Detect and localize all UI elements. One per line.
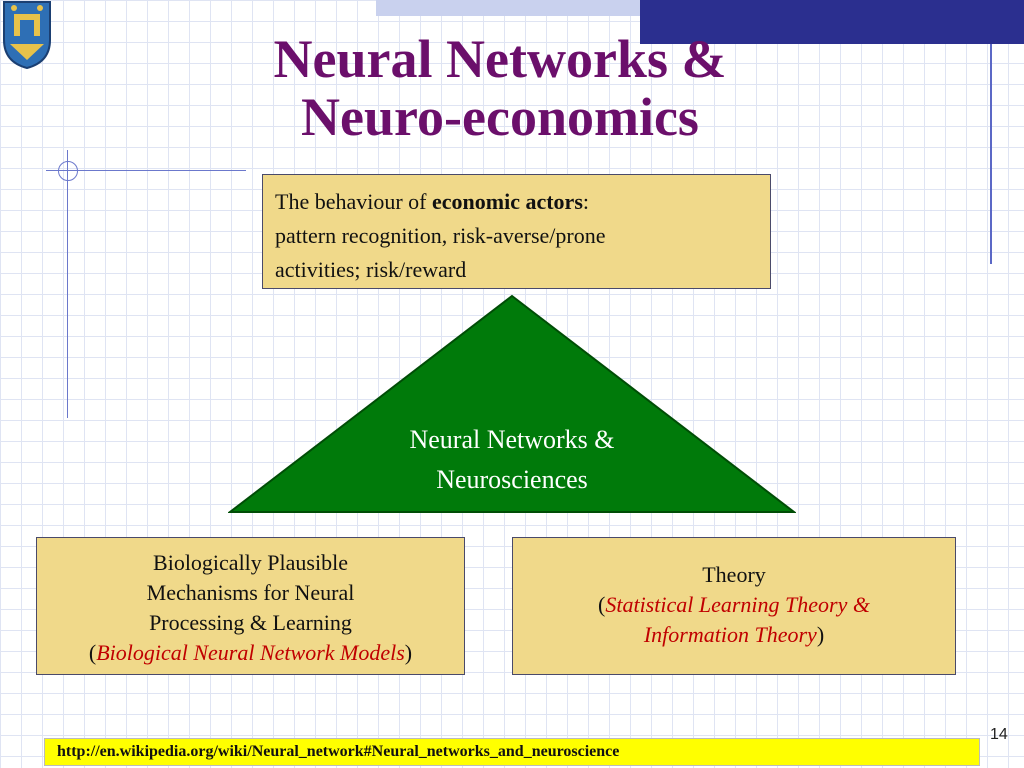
left-box-close-paren: ) [404,640,413,665]
right-box-italic-line-2: Information Theory [643,622,817,647]
top-box-line-1: The behaviour of economic actors: [275,185,758,219]
right-box-line-3: Information Theory) [519,620,949,650]
right-box-line-1: Theory [702,562,766,587]
right-box-close-paren: ) [816,622,825,647]
top-decor-bar-navy [640,0,1024,44]
left-box-line-3: Processing & Learning [149,610,352,635]
triangle-label-line-1: Neural Networks & [409,425,615,454]
top-box-colon: : [582,189,590,214]
theory-box: Theory (Statistical Learning Theory & In… [512,537,956,675]
crosshair-horizontal [46,170,246,171]
top-box-bold-term: economic actors [432,189,583,214]
left-box-italic-term: Biological Neural Network Models [96,640,405,665]
top-box-line-3: activities; risk/reward [275,257,467,282]
right-box-line-2: (Statistical Learning Theory & [519,590,949,620]
left-box-line-4: (Biological Neural Network Models) [43,638,458,668]
title-line-1: Neural Networks & [273,29,727,89]
right-box-open-paren: ( [598,592,606,617]
page-number: 14 [990,726,1008,743]
right-box-italic-line-1: Statistical Learning Theory & [605,592,870,617]
triangle-label-line-2: Neurosciences [436,465,588,494]
left-box-open-paren: ( [88,640,97,665]
slide-title: Neural Networks & Neuro-economics [200,30,800,146]
biological-mechanisms-box: Biologically Plausible Mechanisms for Ne… [36,537,465,675]
crosshair-circle [58,161,78,181]
source-url-link[interactable]: http://en.wikipedia.org/wiki/Neural_netw… [44,738,980,766]
right-decor-line [990,44,992,264]
triangle-shape [228,294,796,513]
left-box-line-2: Mechanisms for Neural [146,580,355,605]
university-crest-icon [3,1,51,70]
top-decor-bar-light [376,0,640,16]
title-line-2: Neuro-economics [301,87,699,147]
left-box-line-1: Biologically Plausible [153,550,348,575]
economic-actors-box: The behaviour of economic actors: patter… [262,174,771,289]
neuroscience-triangle [228,294,796,513]
triangle-label: Neural Networks & Neurosciences [330,420,694,500]
top-box-line-2: pattern recognition, risk-averse/prone [275,223,606,248]
top-box-prefix: The behaviour of [275,189,432,214]
crosshair-vertical [67,150,68,418]
